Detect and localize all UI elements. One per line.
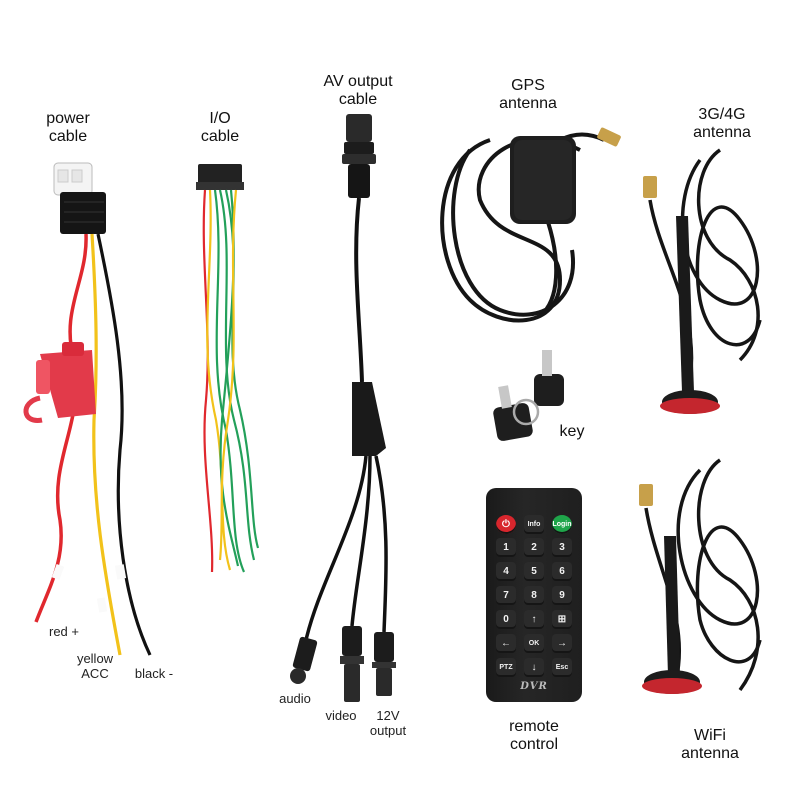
- remote-login-button[interactable]: Login: [552, 515, 572, 534]
- remote-key-7[interactable]: 7: [496, 586, 516, 605]
- remote-left-arrow-icon[interactable]: ←: [496, 634, 516, 653]
- power-cable: [23, 162, 152, 656]
- remote-info-button[interactable]: Info: [524, 515, 544, 534]
- keys: [493, 350, 564, 441]
- remote-key-6[interactable]: 6: [552, 562, 572, 581]
- remote-key-0[interactable]: 0: [496, 610, 516, 629]
- remote-brand-label: DVR: [520, 681, 548, 692]
- av-connector-head: [346, 114, 372, 142]
- remote-control: ⏻ Info Login 1 2 3 4 5 6 7 8 9 0 ↑ ⊞ ← O…: [486, 488, 582, 702]
- wifi-antenna: [639, 458, 762, 694]
- remote-ptz-button[interactable]: PTZ: [496, 658, 516, 677]
- gps-antenna: [440, 127, 621, 323]
- power-yellow-wire: [90, 233, 122, 656]
- cell-antenna: [643, 148, 762, 414]
- av-splitter: [352, 382, 386, 456]
- red-plus-label: red +: [49, 624, 79, 639]
- remote-key-5[interactable]: 5: [524, 562, 544, 581]
- remote-esc-button[interactable]: Esc: [552, 658, 572, 677]
- power-black-wire: [96, 233, 152, 656]
- power-red-wire: [34, 233, 88, 623]
- remote-key-8[interactable]: 8: [524, 586, 544, 605]
- remote-key-1[interactable]: 1: [496, 538, 516, 557]
- remote-key-2[interactable]: 2: [524, 538, 544, 557]
- remote-right-arrow-icon[interactable]: →: [552, 634, 572, 653]
- av-output-cable: [290, 114, 396, 702]
- remote-key-9[interactable]: 9: [552, 586, 572, 605]
- io-cable: [196, 164, 260, 573]
- black-minus-label: black -: [134, 666, 174, 681]
- twelve-v-plug: [372, 632, 396, 696]
- video-label: video: [325, 708, 357, 723]
- remote-power-button[interactable]: ⏻: [496, 515, 516, 534]
- power-connector-black: [60, 192, 106, 234]
- key-label: key: [559, 423, 585, 440]
- io-connector: [198, 164, 242, 184]
- remote-key-4[interactable]: 4: [496, 562, 516, 581]
- remote-down-arrow-icon[interactable]: ↓: [524, 658, 544, 677]
- audio-plug: [290, 636, 318, 684]
- audio-label: audio: [279, 691, 311, 706]
- cell-sma-connector: [643, 176, 657, 198]
- wifi-sma-connector: [639, 484, 653, 506]
- remote-ok-button[interactable]: OK: [524, 634, 544, 653]
- video-plug: [340, 626, 364, 702]
- gps-connector: [597, 127, 621, 147]
- remote-key-3[interactable]: 3: [552, 538, 572, 557]
- fuse-holder: [23, 342, 96, 423]
- remote-up-arrow-icon[interactable]: ↑: [524, 610, 544, 629]
- remote-grid-icon[interactable]: ⊞: [552, 610, 572, 629]
